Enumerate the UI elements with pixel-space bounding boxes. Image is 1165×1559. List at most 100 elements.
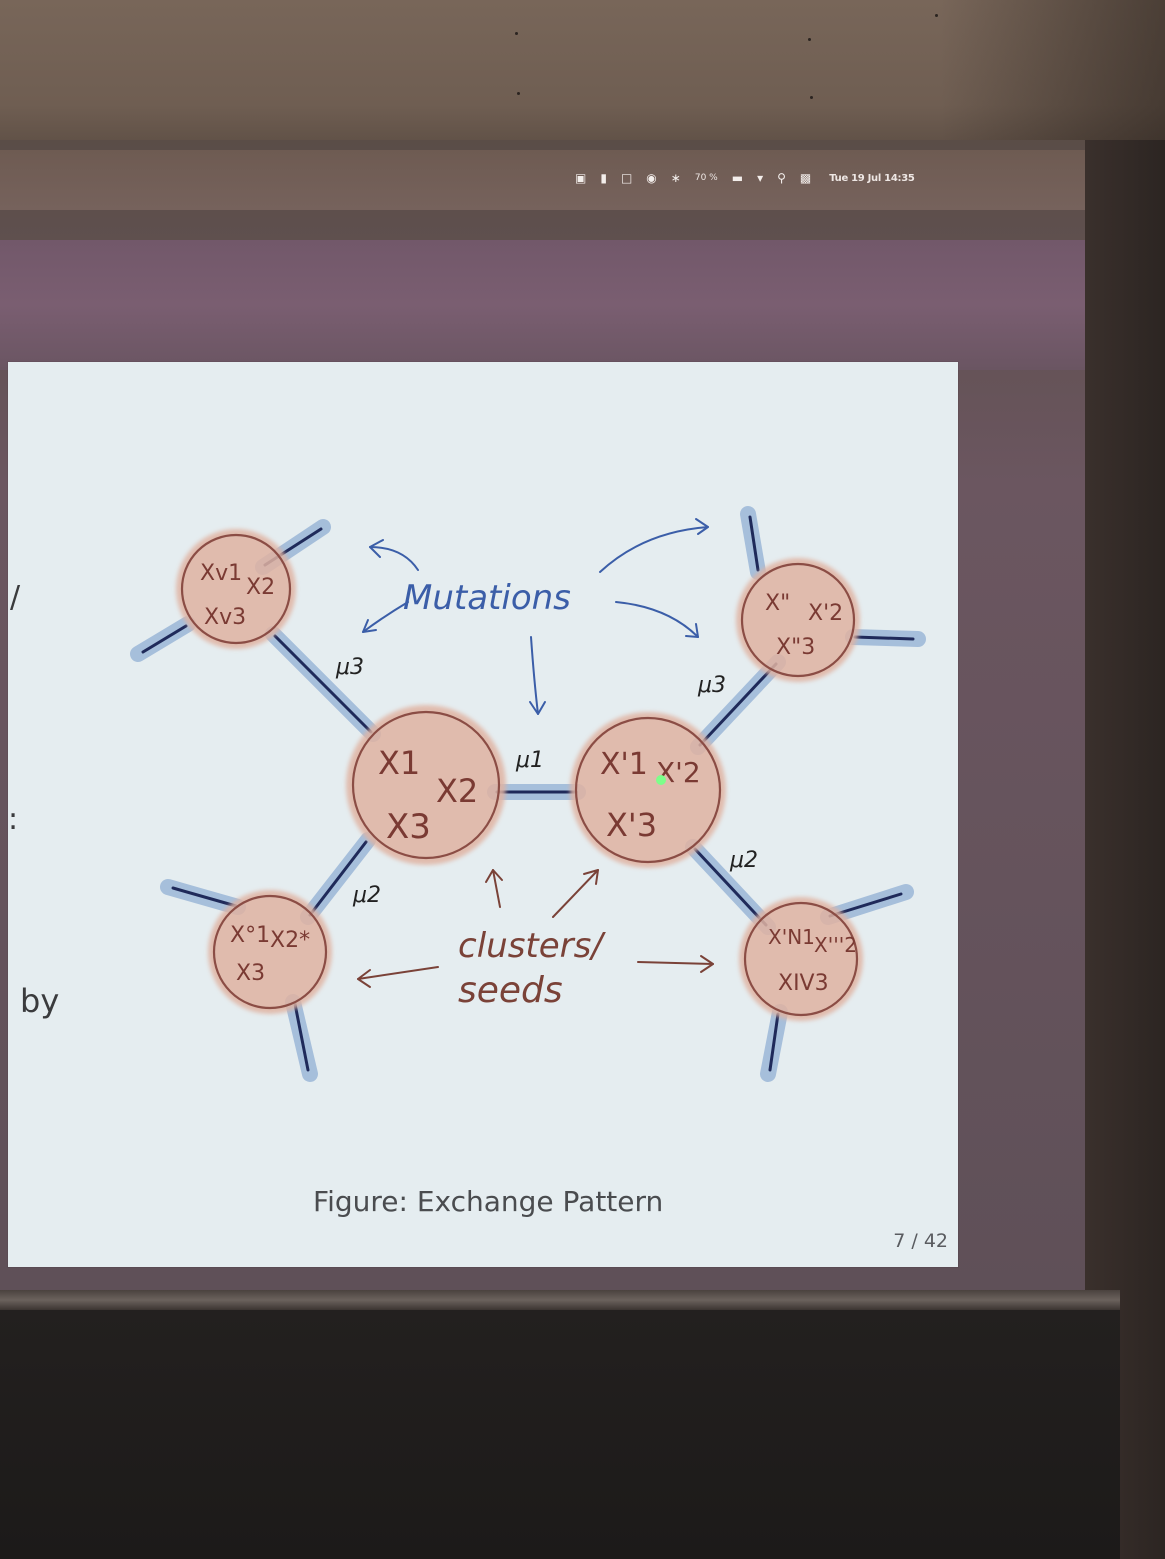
cluster-halo (208, 890, 332, 1014)
cluster-label: X'2 (808, 601, 843, 626)
bond-line (698, 662, 778, 747)
mutation-arrow (530, 636, 539, 715)
mutation-arrow (615, 601, 699, 638)
cluster-label: Xv1 (200, 561, 242, 586)
cluster-label: XIV3 (778, 971, 829, 996)
page-number: 7 / 42 (893, 1230, 948, 1252)
battery-small-icon[interactable]: ▮ (600, 171, 607, 185)
bluetooth-icon[interactable]: ∗ (670, 171, 681, 185)
cluster-halo (346, 705, 506, 865)
cluster-arrow (492, 869, 501, 908)
menu-bar-background (0, 150, 1085, 210)
cluster-label: X"3 (776, 635, 815, 660)
bond-line (768, 1012, 780, 1072)
mutation-arrow (599, 526, 709, 573)
clusters-annotation: clusters/ (458, 926, 606, 966)
wifi-icon[interactable]: ▾ (757, 171, 764, 185)
wall-dot (517, 92, 520, 95)
bond-line (141, 624, 188, 654)
projector-wash (0, 240, 1085, 370)
display-icon[interactable]: □ (620, 171, 633, 185)
cluster-halo (570, 712, 726, 868)
edge-labels: μ3 μ1 μ3 μ2 μ2 (335, 655, 758, 908)
cluster-label: X'1 (600, 747, 648, 782)
cluster-label: X2 (246, 575, 275, 600)
cluster-label: X2* (270, 928, 310, 953)
mutation-arrow (362, 601, 409, 633)
cluster-label: X3 (386, 807, 431, 847)
cluster-arrow (357, 966, 439, 980)
cluster-label: X" (765, 591, 790, 616)
mutation-arrowhead (369, 539, 384, 558)
battery-percent: 70 % (694, 173, 718, 183)
menu-bar-clock[interactable]: Tue 19 Jul 14:35 (829, 172, 915, 184)
cluster-label: X3 (236, 961, 265, 986)
user-icon[interactable]: ▩ (799, 171, 812, 185)
cluster-label: X'N1 (768, 925, 815, 949)
cluster-bottom-left (212, 894, 328, 1010)
wall (0, 0, 1165, 150)
bond-line (293, 1002, 310, 1072)
edge-label-mu3: μ3 (335, 655, 364, 680)
cluster-top-left (180, 533, 292, 645)
mutations-annotation: Mutations (403, 578, 571, 618)
mutation-arrowhead (695, 518, 709, 535)
cluster-center-right (574, 716, 722, 864)
cluster-halo (739, 897, 863, 1021)
cluster-outlines (180, 533, 859, 1017)
figure-caption: Figure: Exchange Pattern (313, 1185, 664, 1218)
slide-edge-glyph: : (8, 802, 19, 837)
bond-line (308, 840, 368, 917)
cluster-arrows (357, 869, 714, 988)
edge-label-mu3: μ3 (697, 673, 726, 698)
bond-line (828, 892, 903, 918)
cluster-arrowhead (357, 969, 371, 988)
exchange-pattern-diagram: X1 X2 X3 X'1 X'2 X'3 Xv1 X2 Xv3 X" X'2 X… (130, 506, 926, 1082)
wall-dot (515, 32, 518, 35)
cluster-halo (176, 529, 296, 649)
laser-pointer-dot (656, 775, 666, 785)
cluster-label: X'''2 (814, 933, 857, 957)
mutation-arrows (362, 518, 709, 715)
dark-lower-area (0, 1310, 1120, 1559)
presentation-slide: / : by (8, 362, 958, 1267)
seeds-annotation: seeds (458, 970, 563, 1011)
cluster-label: X2 (436, 772, 478, 810)
slide-edge-glyph: / (10, 580, 21, 615)
bond-line (748, 515, 760, 572)
record-icon[interactable]: ◉ (646, 171, 657, 185)
cluster-arrow (637, 961, 714, 965)
cluster-center-left (351, 710, 501, 860)
battery-icon[interactable]: ▬ (731, 171, 744, 185)
cluster-top-right (740, 562, 856, 678)
cluster-arrowhead (485, 869, 503, 883)
cluster-arrow (552, 869, 599, 918)
slide-edge-word: by (20, 982, 60, 1020)
cluster-arrowhead (700, 955, 714, 973)
cluster-label: X°1 (230, 923, 270, 948)
bond-line (171, 886, 238, 908)
cluster-label: X1 (378, 744, 420, 782)
wall-dot (935, 14, 938, 17)
window-icon[interactable]: ▣ (575, 171, 587, 185)
bond-line (693, 847, 768, 927)
mutation-arrowhead (529, 701, 546, 715)
screen-frame-bottom (0, 1290, 1120, 1310)
edge-label-mu2: μ2 (352, 883, 381, 908)
mutation-arrow (369, 546, 419, 571)
mutation-arrowhead (362, 619, 377, 633)
cluster-halos (176, 529, 863, 1021)
edge-label-mu2: μ2 (729, 848, 758, 873)
mutation-arrowhead (685, 623, 699, 638)
cluster-label: X'3 (606, 806, 657, 844)
cluster-arrowhead (583, 869, 599, 885)
search-icon[interactable]: ⚲ (777, 171, 786, 185)
menu-bar: ▣ ▮ □ ◉ ∗ 70 % ▬ ▾ ⚲ ▩ Tue 19 Jul 14:35 (575, 168, 915, 188)
wall-dot (808, 38, 811, 41)
edge-label-mu1: μ1 (515, 748, 544, 773)
cluster-label: Xv3 (204, 605, 246, 630)
cluster-bottom-right (743, 901, 859, 1017)
bond-line (273, 634, 373, 734)
wall-dot (810, 96, 813, 99)
